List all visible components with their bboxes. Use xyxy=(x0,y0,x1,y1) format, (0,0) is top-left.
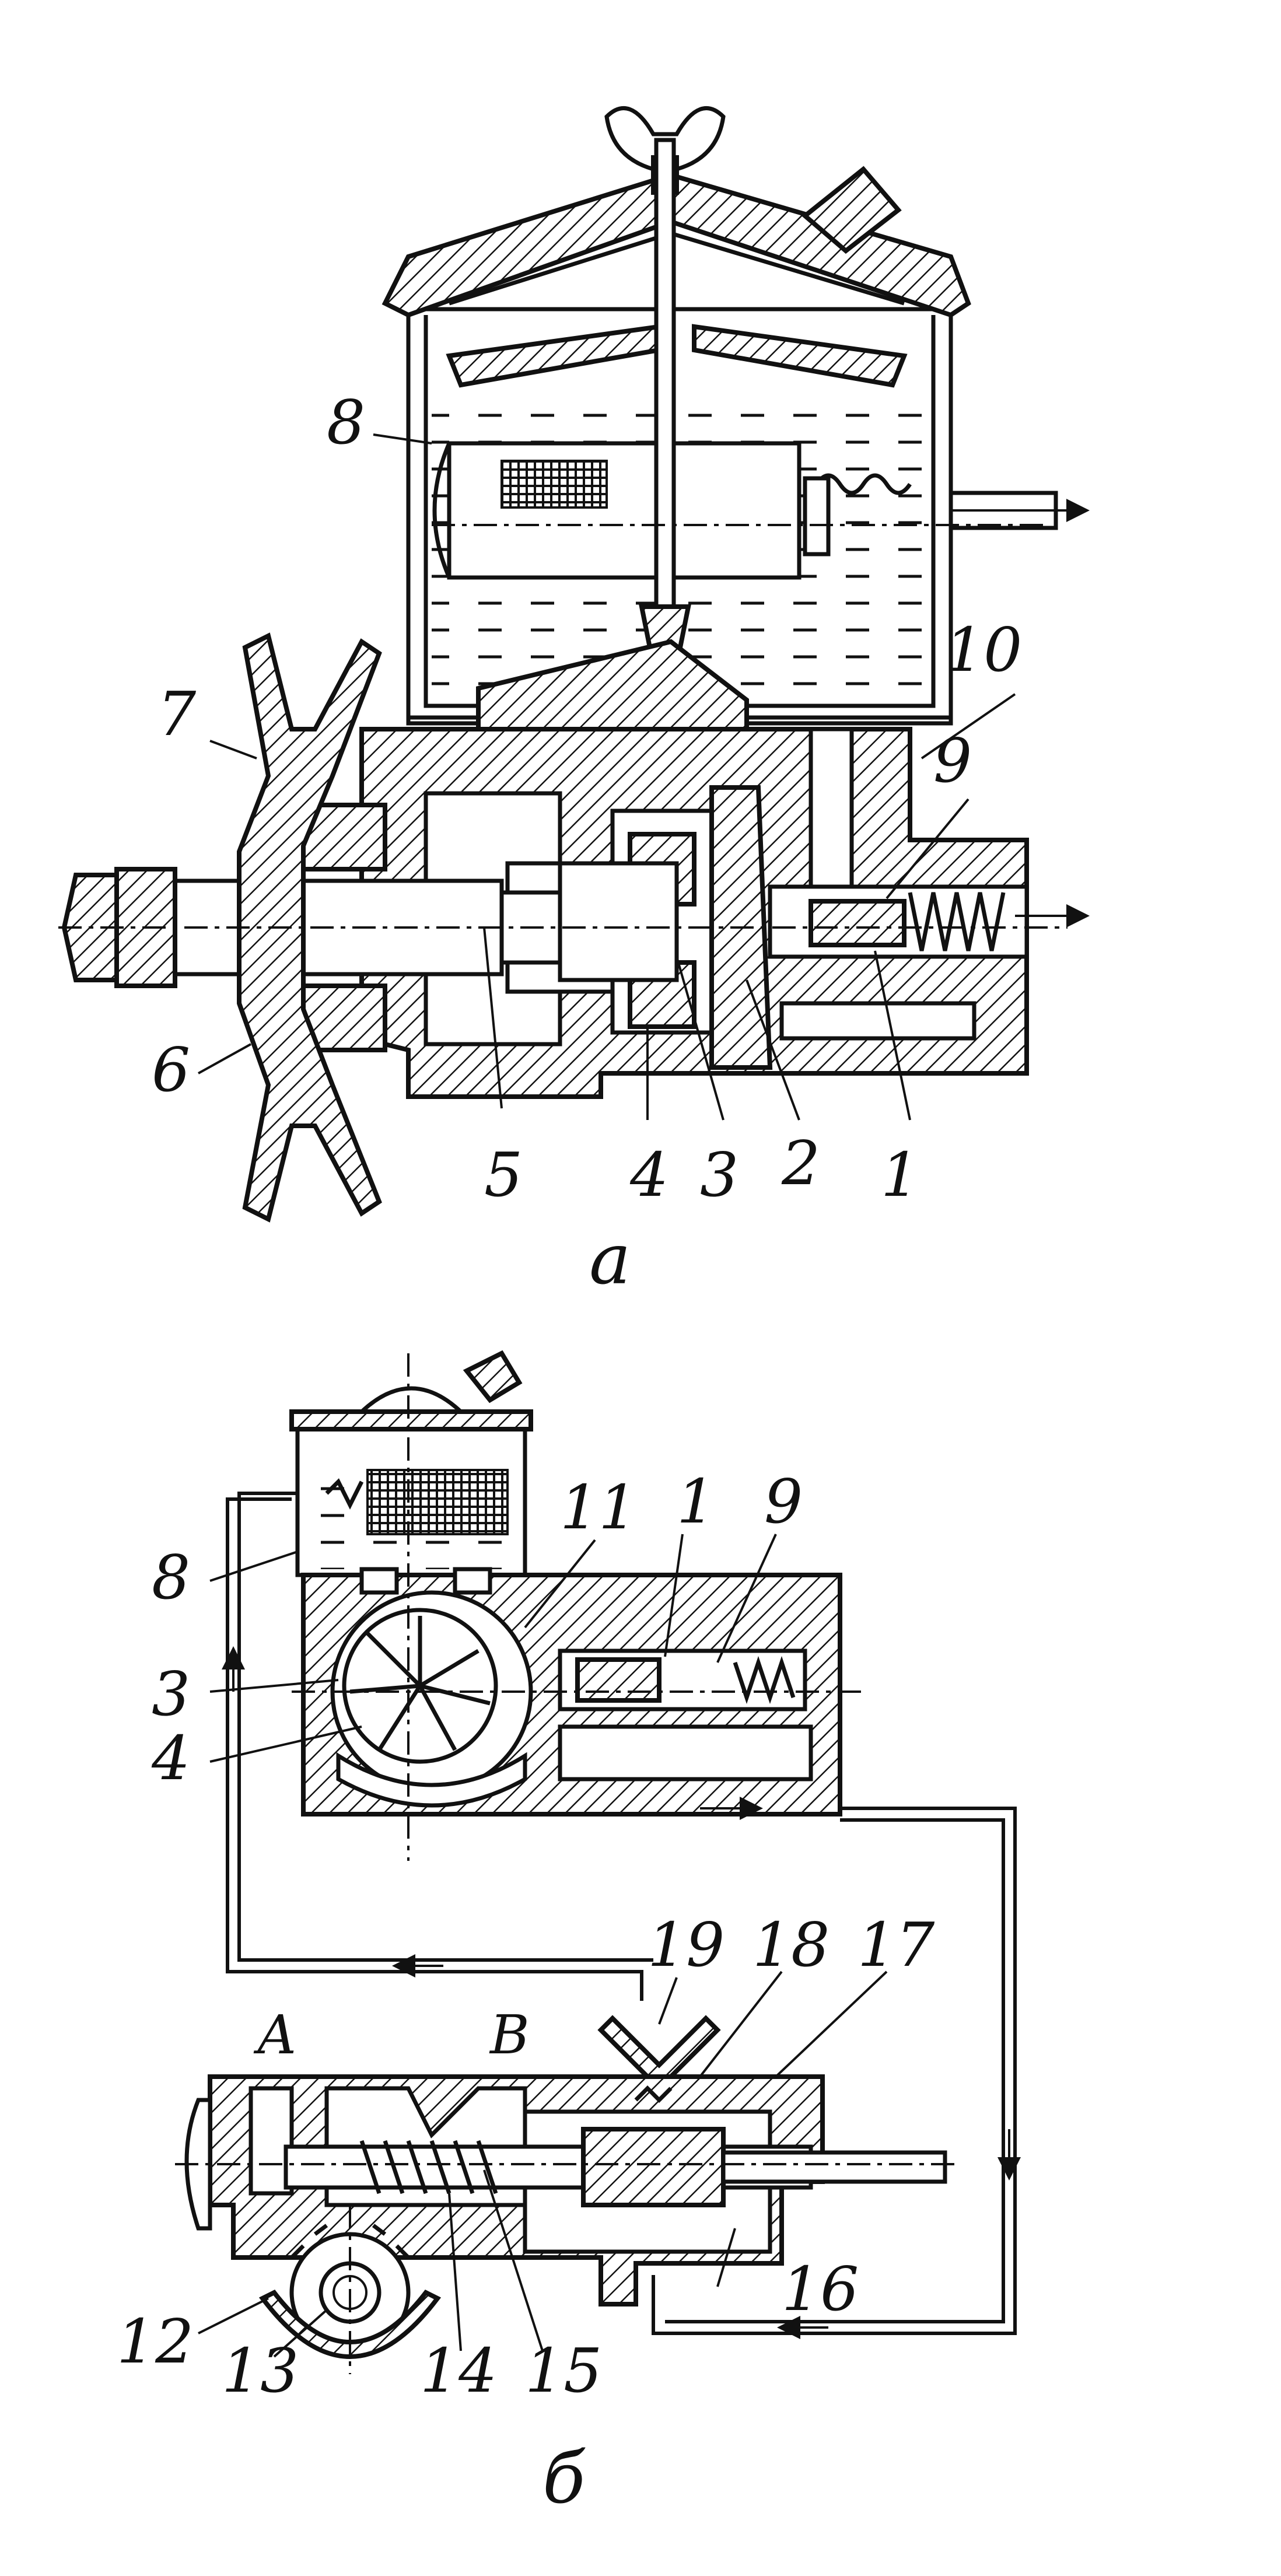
label-a-8: 8 xyxy=(327,387,365,458)
caption-a: а xyxy=(589,1219,631,1300)
chamber-label-a: А xyxy=(253,2004,298,2066)
figure-b-schematic xyxy=(175,1350,1021,2374)
label-b-14: 14 xyxy=(420,2335,497,2406)
label-b-12: 12 xyxy=(117,2306,194,2377)
label-a-3: 3 xyxy=(700,1139,738,1210)
label-b-9: 9 xyxy=(764,1466,803,1537)
label-a-1: 1 xyxy=(881,1139,919,1210)
label-b-1: 1 xyxy=(677,1466,715,1537)
reservoir-tank xyxy=(382,106,1090,732)
hydraulic-lines xyxy=(222,1492,1021,2339)
label-a-5: 5 xyxy=(484,1139,523,1210)
label-b-17: 17 xyxy=(858,1909,935,1980)
leader-lines-a xyxy=(198,433,1016,1121)
label-b-18: 18 xyxy=(752,1909,830,1980)
reservoir-tank-b xyxy=(289,1350,533,1577)
caption-b: б xyxy=(542,2438,586,2519)
label-b-19: 19 xyxy=(648,1909,724,1980)
pulley xyxy=(237,632,382,1223)
labels-a: 1 2 3 4 5 6 7 8 9 10 а xyxy=(152,387,1022,1300)
label-b-11: 11 xyxy=(560,1472,637,1543)
label-a-6: 6 xyxy=(152,1034,190,1105)
label-b-4: 4 xyxy=(151,1723,190,1794)
label-b-15: 15 xyxy=(525,2335,602,2406)
label-b-3: 3 xyxy=(152,1658,190,1730)
figure-a-pump xyxy=(58,106,1090,1223)
label-a-4: 4 xyxy=(629,1139,668,1210)
label-b-13: 13 xyxy=(222,2335,299,2406)
labels-b: 1 3 4 8 9 11 12 13 14 15 16 17 18 19 А В… xyxy=(117,1466,935,2519)
label-a-2: 2 xyxy=(781,1128,820,1199)
label-a-9: 9 xyxy=(933,725,972,796)
label-a-10: 10 xyxy=(945,614,1022,685)
label-a-7: 7 xyxy=(158,678,197,750)
chamber-label-b: В xyxy=(489,2004,530,2066)
leader-lines-b xyxy=(198,1534,888,2358)
label-b-16: 16 xyxy=(782,2253,859,2325)
label-b-8: 8 xyxy=(152,1542,190,1613)
